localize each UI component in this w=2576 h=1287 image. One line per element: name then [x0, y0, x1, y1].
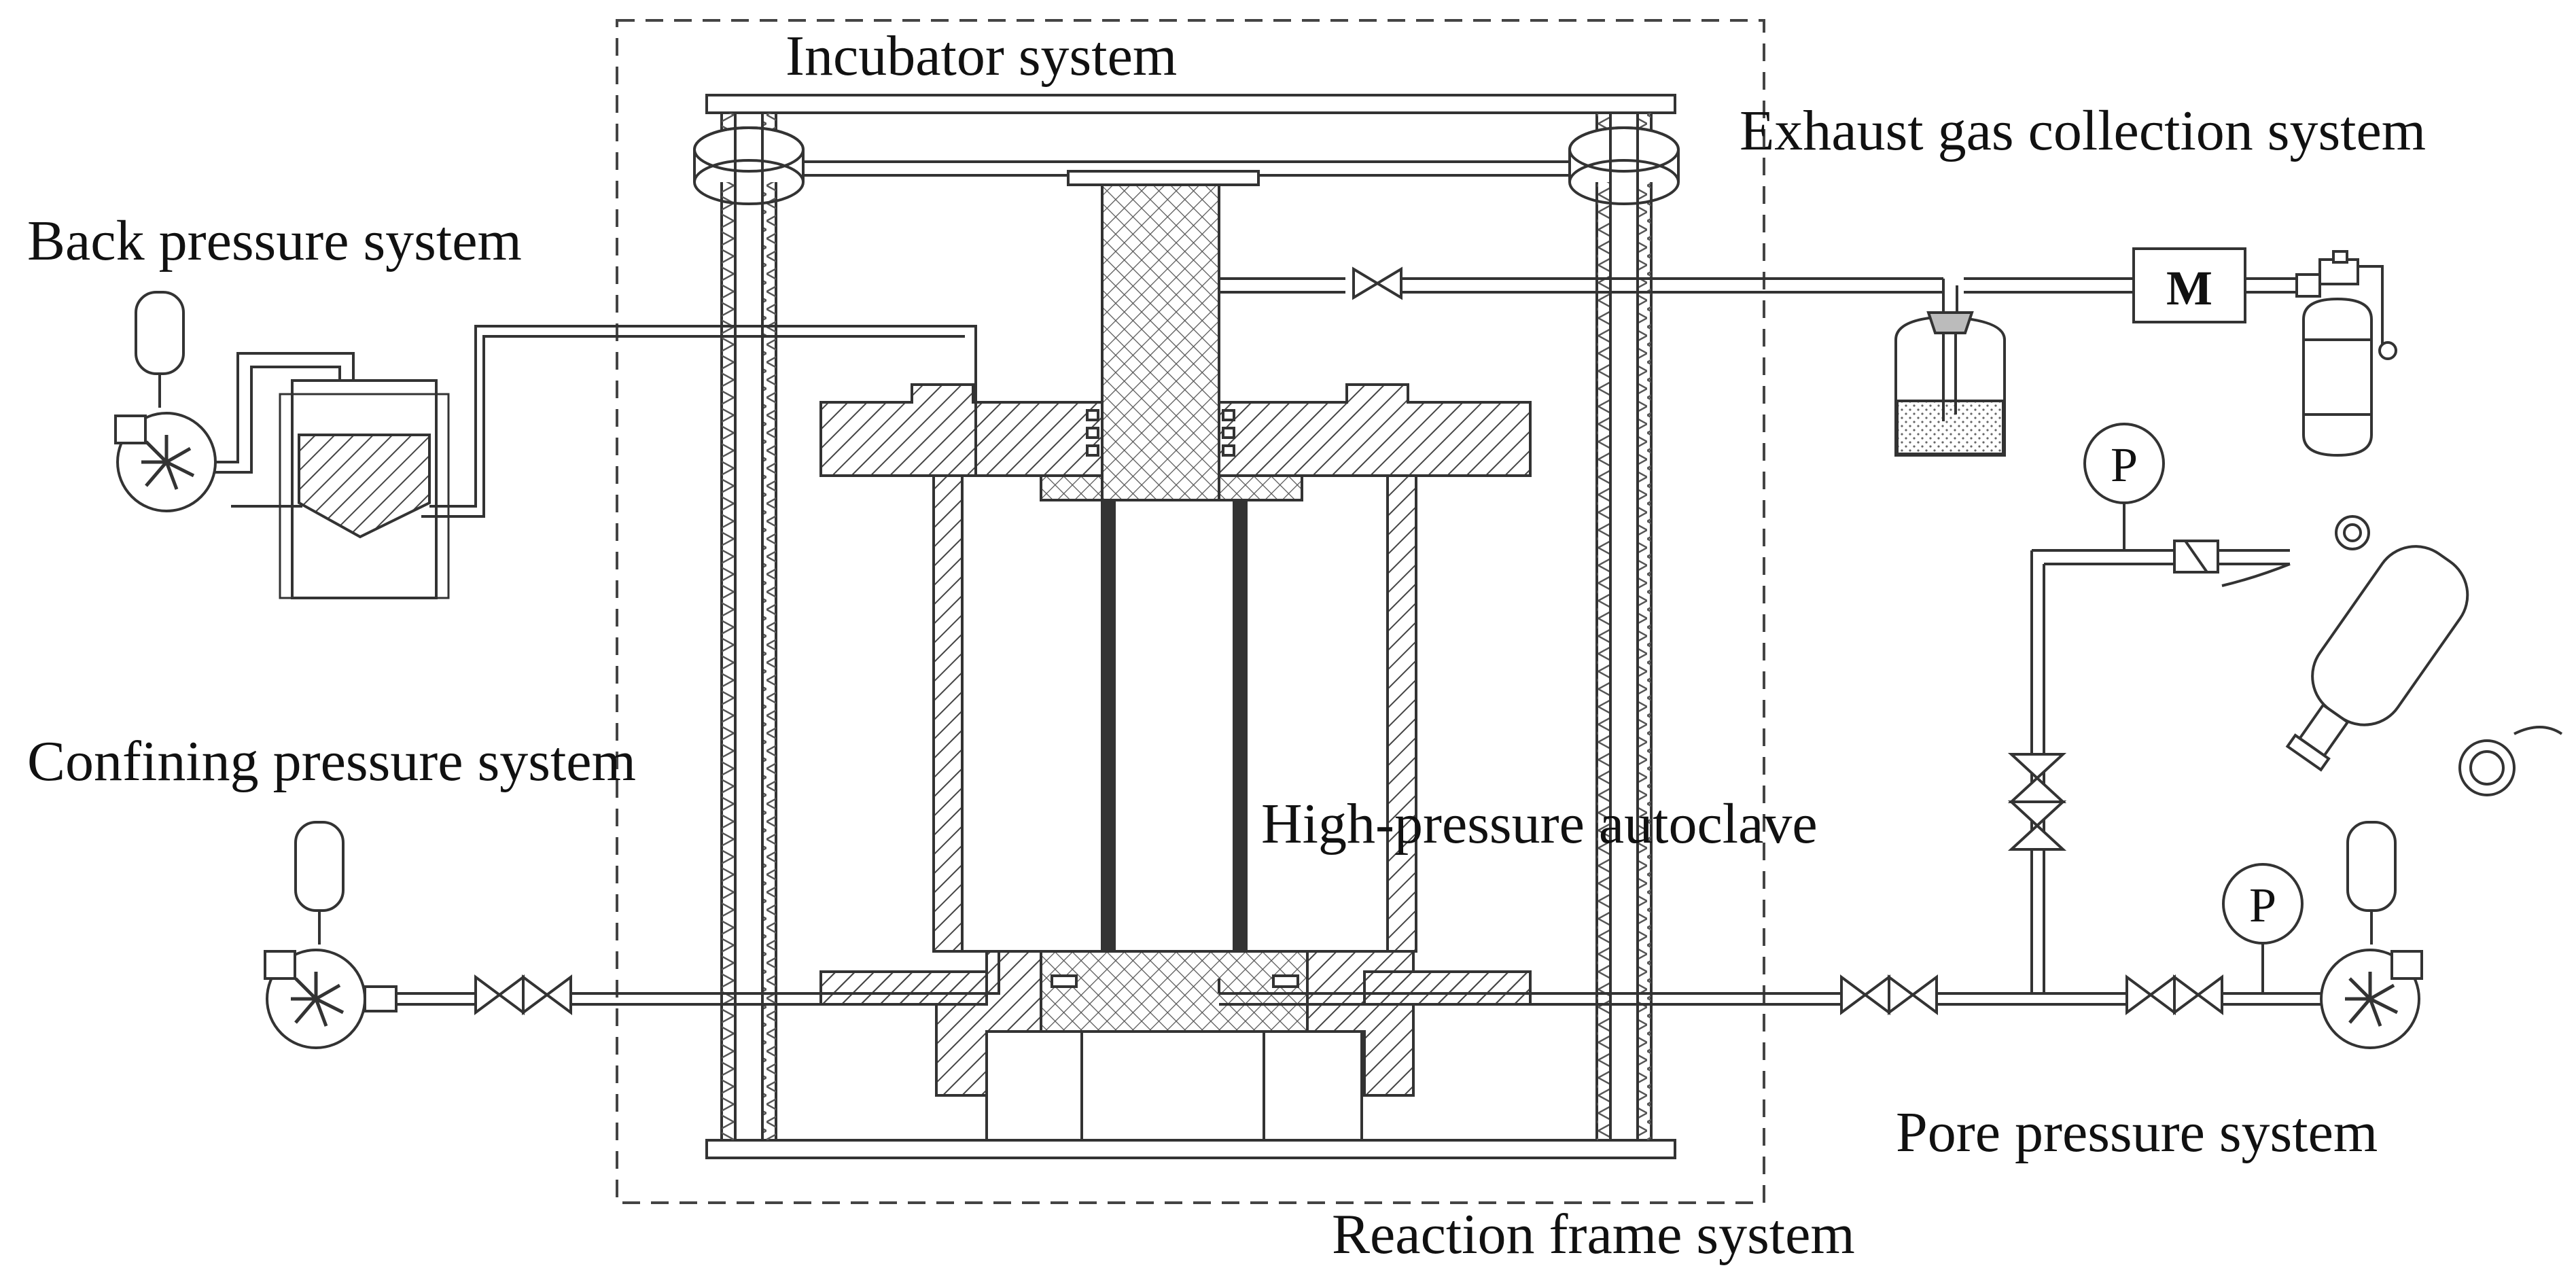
- label-confining-pressure-system: Confining pressure system: [27, 730, 636, 793]
- gauge-symbol-bottom: P: [2249, 878, 2276, 932]
- supply-pressure-gauge-icon: [2083, 423, 2165, 504]
- high-pressure-autoclave: [819, 170, 1532, 1142]
- incubator-boundary: [616, 19, 1765, 1204]
- label-incubator-system: Incubator system: [786, 24, 1177, 88]
- reaction-frame: [693, 94, 1680, 1159]
- pore-pressure-system: [1218, 423, 2563, 1049]
- exhaust-gas-collection-system: [1218, 247, 2397, 476]
- confining-pressure-system: [264, 821, 1000, 1049]
- gauge-symbol-top: P: [2111, 438, 2138, 492]
- motor-symbol: M: [2166, 261, 2212, 315]
- pore-pressure-gauge-icon: [2222, 863, 2304, 945]
- label-back-pressure-system: Back pressure system: [27, 209, 522, 272]
- back-pressure-system: [114, 291, 977, 599]
- label-exhaust-gas-collection-system: Exhaust gas collection system: [1740, 99, 2426, 162]
- label-pore-pressure-system: Pore pressure system: [1896, 1101, 2378, 1164]
- label-high-pressure-autoclave: High-pressure autoclave: [1261, 792, 1818, 856]
- label-reaction-frame-system: Reaction frame system: [1332, 1203, 1855, 1266]
